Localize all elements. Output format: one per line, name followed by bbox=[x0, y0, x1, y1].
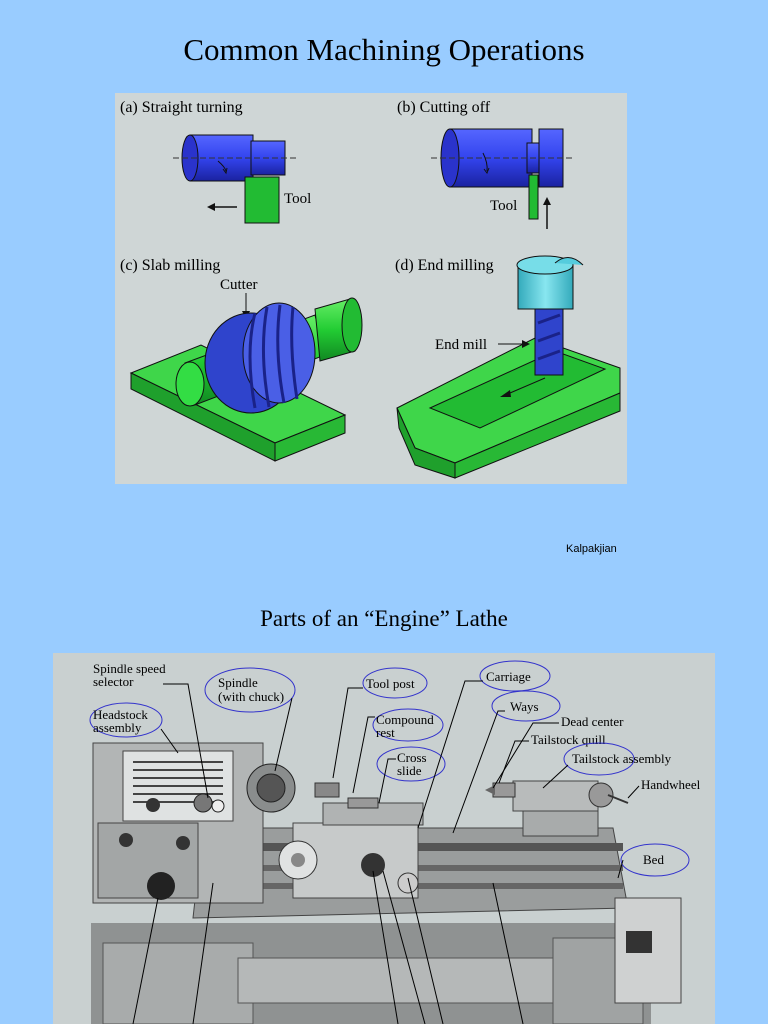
svg-text:slide: slide bbox=[397, 763, 422, 778]
machining-operations-figure: (a) Straight turning Tool (b) Cutting of… bbox=[115, 93, 627, 484]
svg-text:Bed: Bed bbox=[643, 852, 664, 867]
straight-turning-label: (a) Straight turning bbox=[120, 99, 243, 116]
svg-text:Spindle speed: Spindle speed bbox=[93, 661, 166, 676]
svg-text:Carriage: Carriage bbox=[486, 669, 531, 684]
svg-text:Handwheel: Handwheel bbox=[641, 777, 701, 792]
callout-tool-post: Tool post bbox=[332, 667, 428, 779]
end-milling-label: (d) End milling bbox=[395, 257, 494, 274]
callout-ways: Ways bbox=[452, 690, 561, 834]
svg-text:Cross: Cross bbox=[397, 750, 427, 765]
svg-text:Spindle: Spindle bbox=[218, 675, 258, 690]
engine-lathe-figure: Spindle speed selector Headstock assembl… bbox=[53, 653, 715, 1024]
callout-carriage: Carriage bbox=[417, 660, 551, 829]
svg-text:Headstock: Headstock bbox=[93, 707, 148, 722]
callout-compound-rest: Compound rest bbox=[352, 708, 444, 794]
lathe-machine bbox=[91, 742, 682, 1024]
slab-milling-diagram: (c) Slab milling Cutter bbox=[120, 257, 363, 462]
cutting-off-diagram: (b) Cutting off Tool bbox=[397, 99, 575, 229]
credit-text: Kalpakjian bbox=[566, 543, 617, 555]
callout-spindle-speed-selector: Spindle speed selector bbox=[93, 661, 209, 799]
turning-tool-label: Tool bbox=[284, 191, 311, 207]
cutoff-tool bbox=[528, 174, 539, 220]
end-mill-label: End mill bbox=[435, 337, 487, 353]
callout-dead-center: Dead center bbox=[492, 714, 624, 789]
callout-spindle: Spindle (with chuck) bbox=[204, 667, 296, 772]
end-milling-diagram: (d) End milling End mill bbox=[395, 255, 621, 479]
svg-text:Tailstock assembly: Tailstock assembly bbox=[572, 751, 672, 766]
turning-tool bbox=[244, 176, 280, 224]
callout-headstock-assembly: Headstock assembly bbox=[89, 702, 179, 754]
slab-milling-label: (c) Slab milling bbox=[120, 257, 220, 274]
cutting-off-label: (b) Cutting off bbox=[397, 99, 491, 116]
svg-text:rest: rest bbox=[376, 725, 395, 740]
svg-text:Tool post: Tool post bbox=[366, 676, 415, 691]
svg-text:(with chuck): (with chuck) bbox=[218, 689, 284, 704]
svg-text:selector: selector bbox=[93, 674, 134, 689]
callout-handwheel: Handwheel bbox=[627, 777, 701, 799]
cutter-label: Cutter bbox=[220, 277, 258, 293]
straight-turning-diagram: (a) Straight turning Tool bbox=[120, 99, 311, 224]
lathe-callouts: Spindle speed selector Headstock assembl… bbox=[89, 660, 701, 1024]
slide-title: Common Machining Operations bbox=[183, 32, 585, 67]
lathe-section-title: Parts of an “Engine” Lathe bbox=[260, 606, 508, 631]
svg-text:assembly: assembly bbox=[93, 720, 142, 735]
callout-cross-slide: Cross slide bbox=[376, 746, 446, 804]
cutoff-tool-label: Tool bbox=[490, 198, 517, 214]
svg-text:Tailstock quill: Tailstock quill bbox=[531, 732, 606, 747]
svg-text:Dead center: Dead center bbox=[561, 714, 624, 729]
callout-tailstock-quill: Tailstock quill bbox=[498, 732, 606, 784]
svg-text:Compound: Compound bbox=[376, 712, 434, 727]
callout-lower-leaders bbox=[132, 870, 524, 1024]
callout-tailstock-assembly: Tailstock assembly bbox=[542, 742, 672, 789]
svg-text:Ways: Ways bbox=[510, 699, 539, 714]
callout-bed: Bed bbox=[617, 843, 690, 879]
